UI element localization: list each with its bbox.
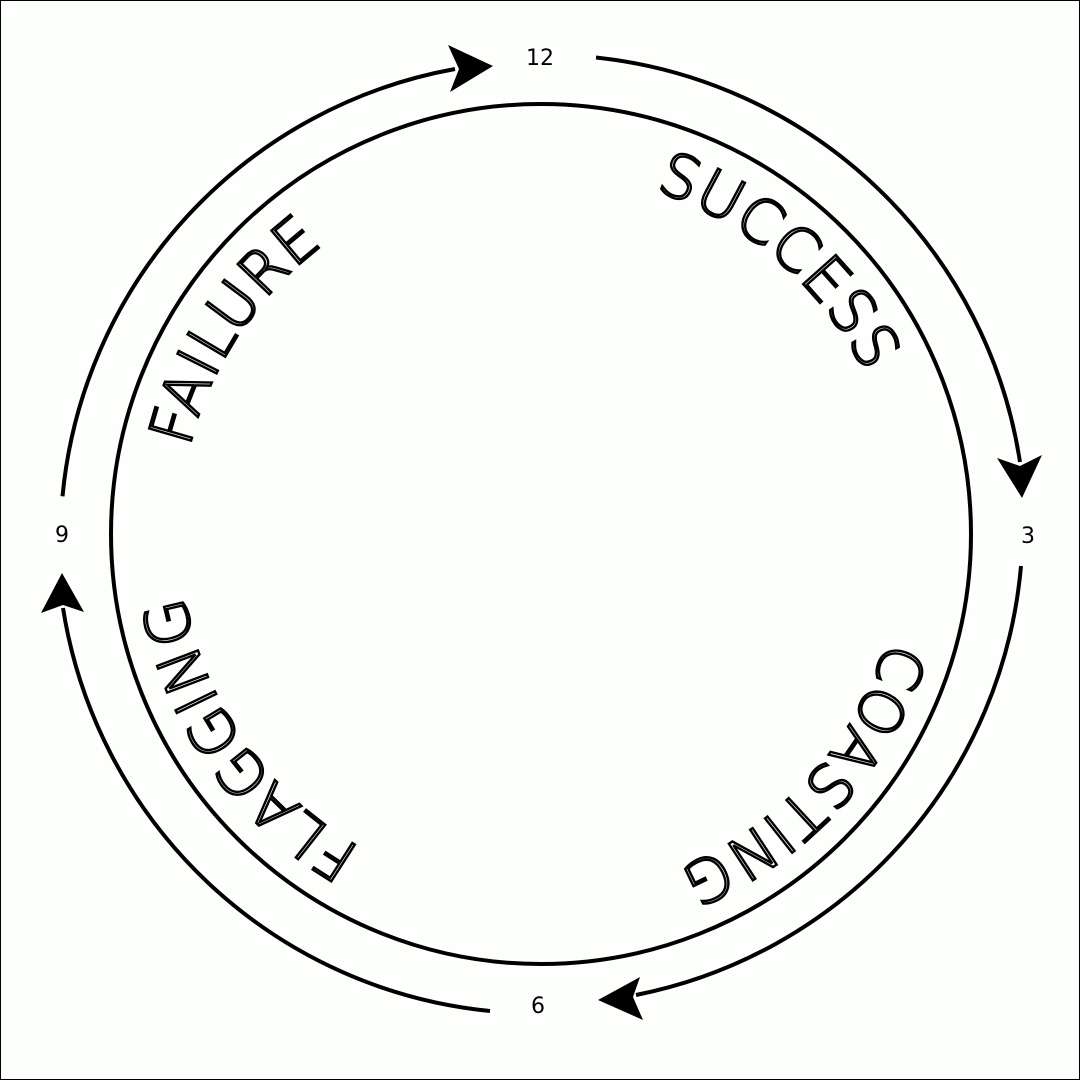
clock-label-9: 9	[55, 523, 69, 548]
phase-label-coasting: COASTING	[671, 635, 939, 919]
arrowhead-icon	[448, 45, 493, 92]
arrowhead-icon	[997, 455, 1042, 498]
arrow-6-to-9	[41, 573, 491, 1013]
arrow-9-to-12	[60, 45, 493, 497]
arrowhead-icon	[598, 977, 643, 1020]
arrow-3-to-6	[598, 565, 1023, 1020]
inner-ring	[109, 102, 973, 966]
clock-label-3: 3	[1021, 524, 1035, 549]
arrowhead-icon	[41, 573, 84, 613]
arrow-12-to-3	[595, 55, 1042, 498]
clock-label-12: 12	[526, 46, 554, 71]
clock-label-6: 6	[531, 994, 545, 1019]
